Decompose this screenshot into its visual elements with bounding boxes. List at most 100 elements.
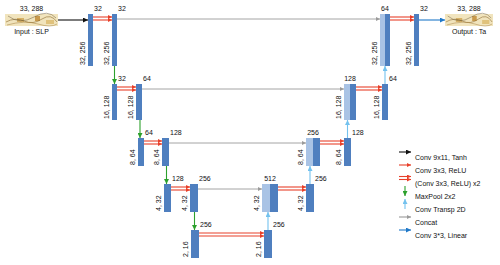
feature-map-bar: 3216, 128 [112, 84, 117, 120]
bar-fill [190, 184, 198, 212]
map-size: 32, 256 [79, 42, 87, 65]
map-image: 33, 288Input : SLP [5, 14, 58, 26]
bar-fill [350, 84, 356, 120]
channel-count: 128 [170, 129, 182, 137]
concat-feature-maps: 2568, 64 [306, 138, 320, 166]
bar-fill [385, 14, 390, 66]
arrow-line [171, 189, 190, 190]
arrow-line [320, 143, 344, 144]
arrow-connector [356, 87, 382, 90]
arrow-line [117, 89, 136, 90]
legend-arrow [404, 186, 405, 196]
image-size: 33, 288 [20, 5, 43, 13]
arrow-connector [171, 187, 190, 190]
arrow-line [390, 19, 414, 20]
feature-map-bar: 648, 64 [138, 138, 144, 166]
arrow-connector [169, 143, 306, 144]
map-size: 4, 32 [297, 195, 305, 211]
legend-text: (Conv 3x3, ReLU) x2 [415, 177, 480, 190]
map-size: 16, 128 [127, 96, 135, 119]
concat-feature-maps: 5124, 32 [262, 184, 278, 212]
bar-fill [306, 138, 313, 166]
image-caption: Output : Ta [452, 28, 486, 36]
channel-count: 256 [200, 221, 212, 229]
arrow-line [58, 19, 88, 20]
map-size: 32, 256 [103, 42, 111, 65]
feature-map-bar: 1288, 64 [344, 138, 351, 166]
legend-arrow [399, 151, 411, 152]
arrow-line [267, 212, 268, 230]
image-size: 33, 288 [457, 5, 480, 13]
feature-map-bar: 2562, 16 [191, 230, 199, 258]
arrow-line [144, 140, 162, 141]
arrow-line [194, 212, 195, 230]
feature-map-bar: 3232, 256 [414, 14, 419, 66]
arrow-line [117, 19, 380, 20]
bar-fill [88, 14, 93, 66]
arrow-connector [310, 166, 311, 184]
bar-fill [264, 230, 272, 258]
feature-map-bar: 2562, 16 [264, 230, 272, 258]
channel-count: 32 [118, 75, 126, 83]
legend-arrow [399, 229, 411, 230]
arrow-connector [114, 66, 115, 84]
feature-map-bar: 2564, 32 [306, 184, 314, 212]
channel-count: 32 [118, 5, 126, 13]
arrow-line [117, 86, 136, 87]
bar-fill [344, 138, 351, 166]
map-size: 4, 32 [253, 195, 261, 211]
concat-feature-maps: 12816, 128 [344, 84, 356, 120]
arrow-connector [278, 187, 306, 190]
channel-count: 32 [420, 5, 428, 13]
arrow-connector [166, 166, 167, 184]
legend-arrow [404, 199, 405, 209]
bar-fill [262, 184, 270, 212]
map-image: 33, 288Output : Ta [445, 14, 493, 26]
arrow-line [278, 186, 306, 187]
arrow-connector [117, 19, 380, 20]
arrow-connector [117, 87, 136, 90]
channel-count: 64 [381, 5, 389, 13]
arrow-line [142, 89, 344, 90]
channel-count: 32 [94, 5, 102, 13]
arrow-connector [390, 17, 414, 20]
bar-fill [414, 14, 419, 66]
map-size: 4, 32 [181, 195, 189, 211]
channel-count: 64 [145, 129, 153, 137]
map-size: 8, 64 [335, 149, 343, 165]
feature-map-bar: 1288, 64 [162, 138, 169, 166]
legend-text: Conv Transp 2D [415, 203, 466, 216]
channel-count: 256 [273, 221, 285, 229]
bar-fill [138, 138, 144, 166]
arrow-connector [199, 233, 264, 236]
legend-arrow [399, 179, 411, 180]
map-size: 16, 128 [373, 96, 381, 119]
map-size: 8, 64 [297, 149, 305, 165]
concat-feature-maps: 6432, 256 [380, 14, 390, 66]
arrow-line [139, 120, 140, 138]
arrow-line [356, 86, 382, 87]
channel-count: 64 [143, 75, 151, 83]
arrow-line [114, 66, 115, 84]
arrow-connector [58, 20, 88, 21]
arrow-line [347, 120, 348, 138]
map-size: 16, 128 [103, 96, 111, 119]
bar-fill [270, 184, 278, 212]
arrow-connector [198, 189, 262, 190]
arrow-line [278, 189, 306, 190]
arrow-line [144, 143, 162, 144]
legend-row: Conv 9x11, Tanh [398, 146, 480, 159]
legend-text: MaxPool 2x2 [415, 190, 455, 203]
map-size: 2, 16 [255, 241, 263, 257]
arrow-line [93, 19, 112, 20]
arrow-line [169, 143, 306, 144]
bar-fill [191, 230, 199, 258]
legend-sample [398, 199, 412, 210]
channel-count: 128 [352, 129, 364, 137]
arrow-line [166, 166, 167, 184]
legend-sample [398, 225, 412, 236]
arrow-connector [140, 120, 141, 138]
bar-fill [136, 84, 142, 120]
feature-map-bar: 3232, 256 [112, 14, 117, 66]
arrow-line [93, 16, 112, 17]
